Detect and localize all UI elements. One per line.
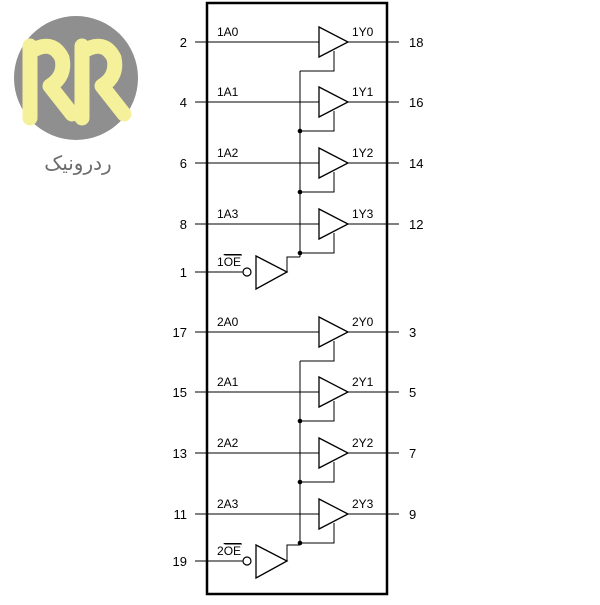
enable-stub	[300, 523, 335, 544]
input-pin-number: 8	[180, 217, 187, 232]
input-signal-label: 1A1	[217, 85, 239, 99]
output-pin-number: 14	[409, 156, 423, 171]
buffer-triangle	[318, 315, 350, 349]
output-signal-label: 2Y0	[352, 315, 374, 329]
enable-overline-text: OE	[224, 544, 241, 558]
channel: 1A3 1Y3 8 12	[180, 207, 423, 241]
junction-dot	[297, 479, 303, 485]
output-signal-label: 1Y3	[352, 207, 374, 221]
enable-stub	[300, 51, 335, 72]
input-signal-label: 2A2	[217, 436, 239, 450]
input-pin-number: 13	[173, 446, 187, 461]
enable-prefix: 1	[217, 255, 224, 269]
buffer-triangle	[318, 375, 350, 409]
channel: 2A2 2Y2 13 7	[173, 436, 416, 470]
output-pin-number: 5	[409, 385, 416, 400]
output-signal-label: 2Y2	[352, 436, 374, 450]
enable-stub	[300, 233, 335, 254]
input-pin-number: 6	[180, 156, 187, 171]
buffer-triangle	[318, 436, 350, 470]
input-signal-label: 1A0	[217, 25, 239, 39]
enable-stub	[300, 462, 335, 483]
logo-mark-right	[74, 38, 132, 126]
enable-pin-number: 19	[173, 554, 187, 569]
input-signal-label: 1A3	[217, 207, 239, 221]
channel: 1A0 1Y0 2 18	[180, 25, 423, 59]
output-signal-label: 2Y3	[352, 497, 374, 511]
output-signal-label: 1Y1	[352, 85, 374, 99]
output-pin-number: 18	[409, 35, 423, 50]
junction-dot	[297, 128, 303, 134]
buffer-triangle	[318, 25, 350, 59]
enable-signal-label-1oe: 1OE	[217, 255, 241, 269]
input-signal-label: 2A1	[217, 375, 239, 389]
channel: 1A1 1Y1 4 16	[180, 85, 423, 119]
inversion-bubble	[242, 267, 252, 277]
output-signal-label: 1Y0	[352, 25, 374, 39]
buffer-triangle	[318, 146, 350, 180]
input-signal-label: 2A0	[217, 315, 239, 329]
enable-stub	[300, 111, 335, 132]
inversion-bubble	[242, 556, 252, 566]
enable-pin-number: 1	[180, 265, 187, 280]
ic-package-outline	[205, 1, 389, 596]
enable-overline-text: OE	[224, 255, 241, 269]
enable-wire-to-bus	[286, 544, 300, 561]
enable-buffer-triangle	[255, 543, 289, 580]
buffer-triangle	[318, 85, 350, 119]
enable-signal-label-2oe: 2OE	[217, 544, 241, 558]
output-pin-number: 7	[409, 446, 416, 461]
input-signal-label: 1A2	[217, 146, 239, 160]
buffer-triangle	[318, 207, 350, 241]
input-pin-number: 4	[180, 95, 187, 110]
enable-group-2: 2OE 19	[173, 341, 335, 580]
output-pin-number: 3	[409, 325, 416, 340]
output-pin-number: 12	[409, 217, 423, 232]
enable-stub	[300, 401, 335, 422]
buffer-triangle	[318, 497, 350, 531]
junction-dot	[297, 418, 303, 424]
input-pin-number: 11	[174, 507, 188, 522]
channel: 2A3 2Y3 11 9	[174, 497, 416, 531]
enable-stub	[300, 341, 335, 362]
input-pin-number: 17	[173, 325, 187, 340]
input-pin-number: 15	[173, 385, 187, 400]
output-pin-number: 16	[409, 95, 423, 110]
channel: 2A0 2Y0 17 3	[173, 315, 416, 349]
junction-dot	[297, 250, 303, 256]
junction-dot	[297, 189, 303, 195]
company-logo: ردرونیک	[14, 16, 138, 175]
logo-text: ردرونیک	[44, 151, 111, 175]
output-signal-label: 2Y1	[352, 375, 374, 389]
channel: 1A2 1Y2 6 14	[180, 146, 423, 180]
input-signal-label: 2A3	[217, 497, 239, 511]
input-pin-number: 2	[180, 35, 187, 50]
output-signal-label: 1Y2	[352, 146, 374, 160]
enable-group-1: 1OE 1	[180, 51, 335, 291]
output-pin-number: 9	[409, 507, 416, 522]
enable-wire-to-bus	[286, 256, 300, 272]
logo-mark-left	[22, 38, 80, 126]
enable-prefix: 2	[217, 544, 224, 558]
enable-buffer-triangle	[255, 254, 289, 291]
channel: 2A1 2Y1 15 5	[173, 375, 416, 409]
junction-dot	[297, 540, 303, 546]
enable-stub	[300, 172, 335, 193]
